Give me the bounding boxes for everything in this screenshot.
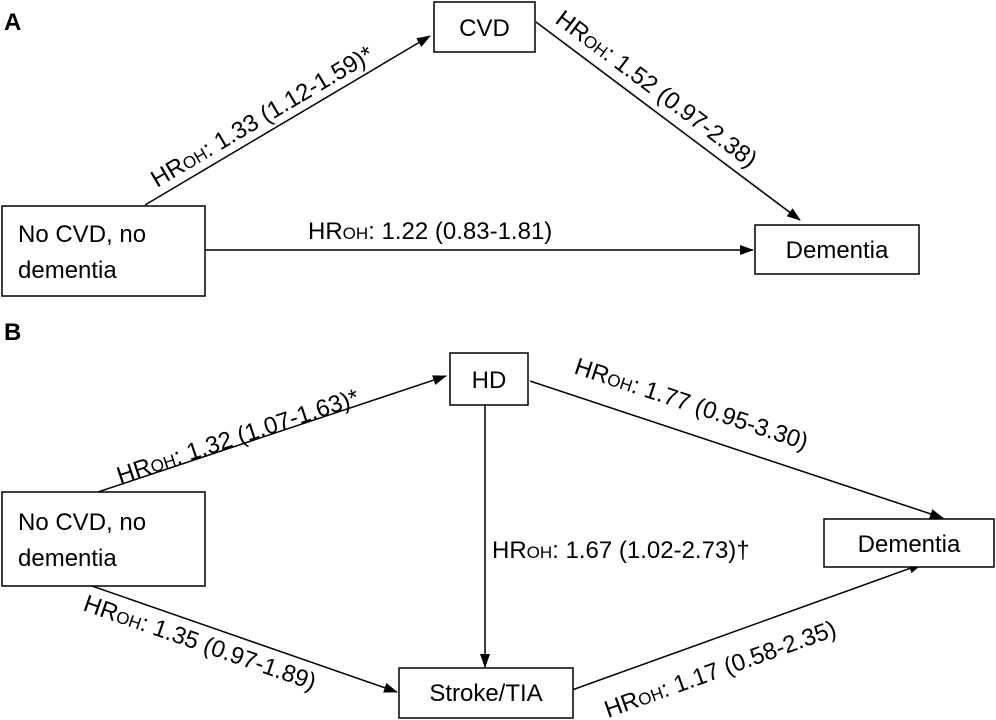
node-label-line-2: dementia bbox=[18, 545, 117, 572]
node-a-cvd: CVD bbox=[433, 1, 536, 53]
node-b-stroke-tia: Stroke/TIA bbox=[398, 667, 574, 719]
edge-label-b-stroke-to-dementia: HROH: 1.17 (0.58-2.35) bbox=[601, 615, 840, 720]
node-b-dementia: Dementia bbox=[823, 518, 995, 568]
edge-label-b-hd-to-stroke: HROH: 1.67 (1.02-2.73)† bbox=[492, 537, 750, 564]
edge-label-b-hd-to-dementia: HROH: 1.77 (0.95-3.30) bbox=[571, 353, 811, 456]
node-b-no-cvd-no-dementia: No CVD, no dementia bbox=[1, 491, 206, 587]
arrow-b-start-to-hd bbox=[97, 375, 447, 493]
node-label-line-1: No CVD, no bbox=[18, 509, 146, 536]
node-a-dementia: Dementia bbox=[754, 224, 920, 275]
node-label: Dementia bbox=[786, 237, 889, 264]
edge-label-b-start-to-stroke: HROH: 1.35 (0.97-1.89) bbox=[80, 590, 320, 696]
node-label-line-1: No CVD, no bbox=[18, 221, 146, 248]
edge-label-a-start-to-dementia: HROH: 1.22 (0.83-1.81) bbox=[308, 218, 552, 245]
edge-label-b-start-to-hd: HROH: 1.32 (1.07-1.63)* bbox=[113, 384, 362, 490]
edge-label-a-cvd-to-dementia: HROH: 1.52 (0.97-2.38) bbox=[550, 5, 762, 173]
arrow-b-hd-to-dementia bbox=[529, 380, 944, 519]
node-label: Stroke/TIA bbox=[429, 680, 542, 707]
arrow-a-cvd-to-dementia bbox=[535, 21, 801, 221]
node-a-no-cvd-no-dementia: No CVD, no dementia bbox=[1, 205, 206, 297]
node-label: HD bbox=[472, 367, 507, 394]
panel-b-label: B bbox=[4, 319, 21, 346]
arrow-b-start-to-stroke bbox=[91, 585, 398, 693]
node-label: CVD bbox=[459, 15, 510, 42]
edge-label-a-start-to-cvd: HROH: 1.33 (1.12-1.59)* bbox=[146, 41, 378, 193]
node-label: Dementia bbox=[858, 531, 961, 558]
node-label-line-2: dementia bbox=[18, 257, 117, 284]
node-b-hd: HD bbox=[449, 352, 529, 406]
panel-a-label: A bbox=[4, 9, 21, 36]
arrow-b-stroke-to-dementia bbox=[571, 563, 923, 691]
arrow-a-start-to-cvd bbox=[144, 35, 431, 206]
